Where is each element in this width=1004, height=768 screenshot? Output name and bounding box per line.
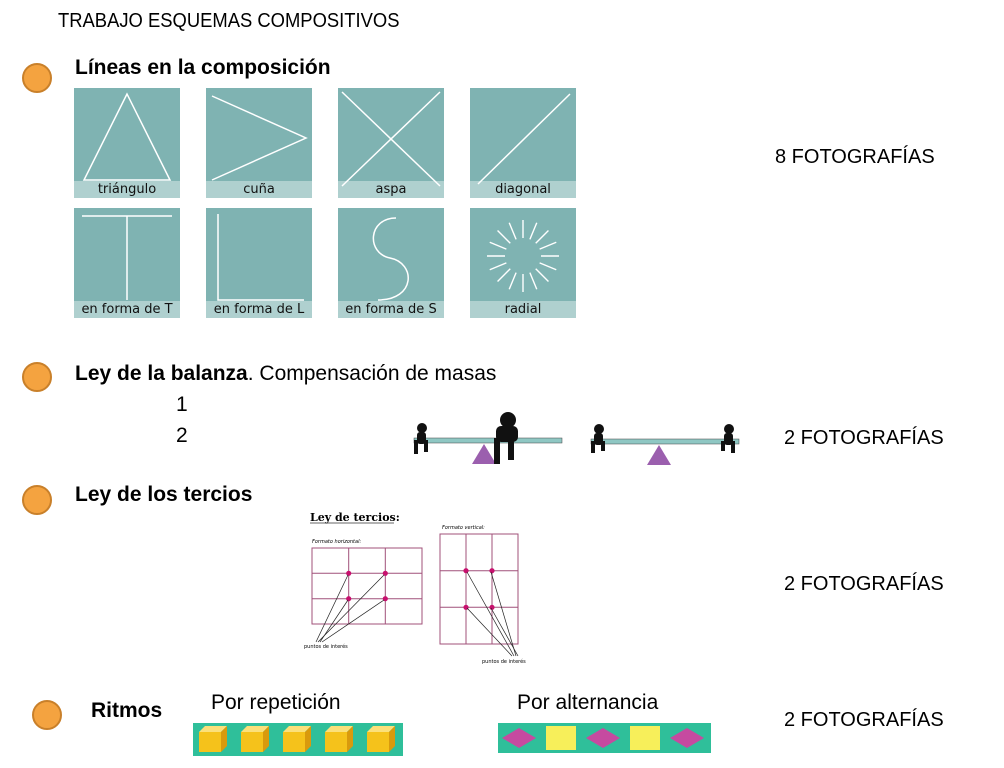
- tile-caption: en forma de T: [74, 301, 180, 318]
- tile-caption: triángulo: [74, 181, 180, 198]
- tile-caption: aspa: [338, 181, 444, 198]
- heading-rest: . Compensación de masas: [247, 362, 497, 385]
- balanza-item-2: 2: [176, 424, 188, 447]
- tile-caption: radial: [470, 301, 576, 318]
- label-horizontal: Formato horizontal:: [312, 539, 361, 545]
- cube-icon: [283, 726, 311, 752]
- small-figure-icon: [591, 424, 605, 453]
- tile-radial: radial: [470, 208, 576, 318]
- diamond-icon: [586, 728, 620, 748]
- diamond-icon: [502, 728, 536, 748]
- s-shape-icon: [372, 217, 409, 301]
- cube-icon: [367, 726, 395, 752]
- tile-caption: diagonal: [470, 181, 576, 198]
- t-shape-icon: [82, 215, 172, 300]
- tile-aspa: aspa: [338, 88, 444, 198]
- balanza-item-1: 1: [176, 393, 188, 416]
- tile-forma-t: en forma de T: [74, 208, 180, 318]
- tile-forma-s: en forma de S: [338, 208, 444, 318]
- square-icon: [546, 726, 576, 750]
- seesaw-balanced-illustration: [590, 424, 740, 465]
- small-figure-icon: [721, 424, 735, 453]
- tile-forma-l: en forma de L: [206, 208, 312, 318]
- label-repeticion: Por repetición: [211, 691, 341, 714]
- diamond-icon: [670, 728, 704, 748]
- square-icon: [630, 726, 660, 750]
- count-balanza: 2 FOTOGRAFÍAS: [784, 427, 944, 449]
- bullet-icon: [22, 485, 52, 515]
- large-figure-icon: [494, 412, 518, 464]
- tile-caption: en forma de L: [206, 301, 312, 318]
- seesaw-unbalanced-illustration: [413, 412, 563, 464]
- small-figure-icon: [414, 423, 428, 454]
- section-heading-tercios: Ley de los tercios: [75, 483, 253, 506]
- tile-diagonal: diagonal: [470, 88, 576, 198]
- count-lineas: 8 FOTOGRAFÍAS: [775, 146, 935, 168]
- heading-bold: Ley de la balanza: [75, 362, 248, 385]
- tile-caption: cuña: [206, 181, 312, 198]
- label-alternancia: Por alternancia: [517, 691, 659, 714]
- section-heading-balanza: Ley de la balanza. Compensación de masas: [75, 362, 496, 386]
- wedge-lines-icon: [211, 95, 308, 181]
- cross-lines-icon: [341, 91, 441, 187]
- l-shape-icon: [217, 214, 304, 301]
- triangle-lines-icon: [82, 92, 172, 181]
- tile-cuna: cuña: [206, 88, 312, 198]
- tile-triangulo: triángulo: [74, 88, 180, 198]
- bullet-icon: [22, 63, 52, 93]
- figure-title: Ley de tercios:: [310, 511, 400, 524]
- bullet-icon: [32, 700, 62, 730]
- tile-caption: en forma de S: [338, 301, 444, 318]
- count-tercios: 2 FOTOGRAFÍAS: [784, 573, 944, 595]
- diagonal-line-icon: [477, 93, 571, 185]
- bullet-icon: [22, 362, 52, 392]
- cube-icon: [199, 726, 227, 752]
- section-heading-lineas: Líneas en la composición: [75, 56, 331, 79]
- radial-lines-icon: [487, 220, 559, 292]
- label-points-left: puntos de interés: [304, 643, 348, 650]
- rhythm-repetition-strip: [193, 723, 403, 756]
- rule-of-thirds-figure: Ley de tercios: Formato horizontal: Form…: [300, 496, 544, 668]
- section-heading-ritmos: Ritmos: [91, 699, 163, 722]
- rhythm-alternation-strip: [498, 723, 711, 753]
- label-points-right: puntos de interés: [482, 658, 526, 665]
- cube-icon: [241, 726, 269, 752]
- count-ritmos: 2 FOTOGRAFÍAS: [784, 709, 944, 731]
- label-vertical: Formato vertical:: [442, 525, 485, 531]
- cube-icon: [325, 726, 353, 752]
- page-title: TRABAJO ESQUEMAS COMPOSITIVOS: [58, 10, 400, 32]
